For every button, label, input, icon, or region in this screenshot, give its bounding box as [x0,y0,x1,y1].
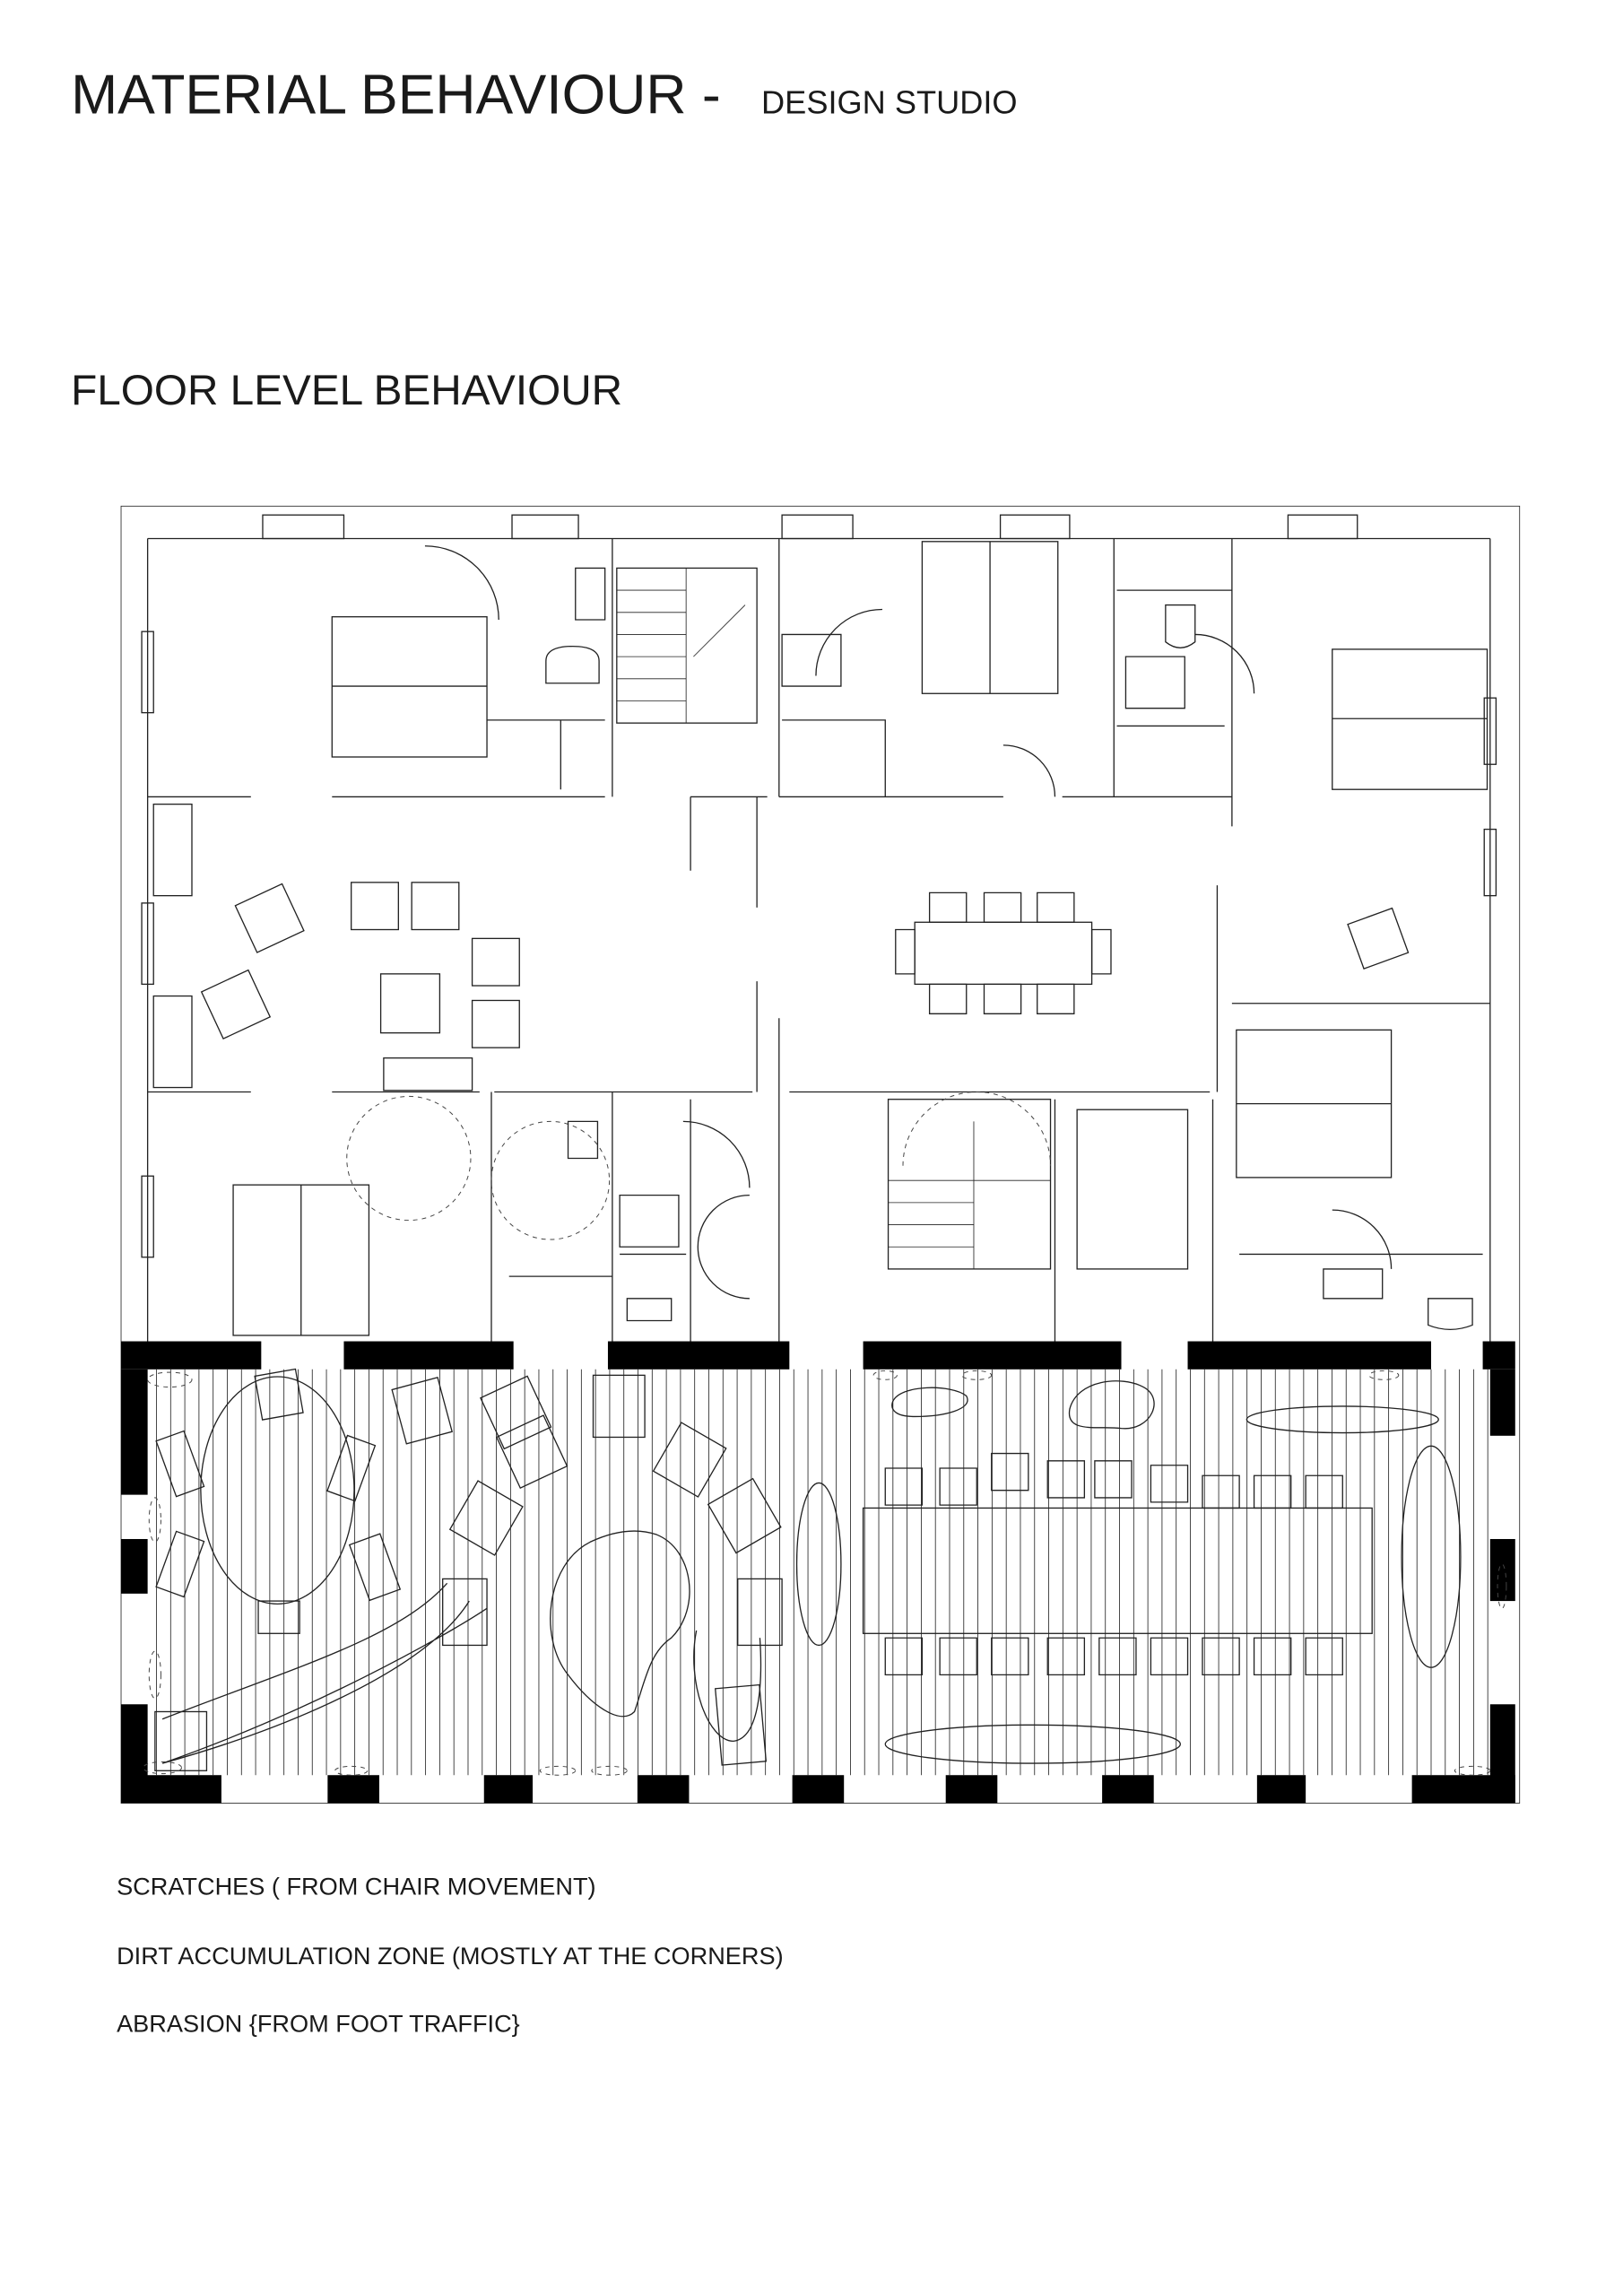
windows [141,514,1497,1258]
studio-walls [121,1341,1515,1804]
floor-planks [156,1369,1488,1776]
long-table [862,1507,1373,1634]
studio-furniture [154,1368,1373,1771]
legend-dirt-accumulation: DIRT ACCUMULATION ZONE (MOSTLY AT THE CO… [117,1942,784,1970]
stairs [616,567,1189,1270]
floor-plan [120,505,1521,1804]
abrasion-zones [550,1380,1462,1764]
plan-frame [120,505,1521,1804]
upper-floor-walls [146,537,1491,1344]
legend-abrasion: ABRASION {FROM FOOT TRAFFIC} [117,2010,520,2038]
dirt-accumulation [143,1370,1507,1776]
beds [232,541,1488,1336]
page-title: MATERIAL BEHAVIOUR - [71,64,721,126]
page-subtitle: DESIGN STUDIO [761,84,1018,121]
section-title: FLOOR LEVEL BEHAVIOUR [71,367,622,414]
living-furniture [152,545,1473,1331]
round-table [200,1376,355,1605]
legend: SCRATCHES ( FROM CHAIR MOVEMENT) DIRT AC… [117,1872,784,2037]
legend-scratches: SCRATCHES ( FROM CHAIR MOVEMENT) [117,1872,595,1900]
